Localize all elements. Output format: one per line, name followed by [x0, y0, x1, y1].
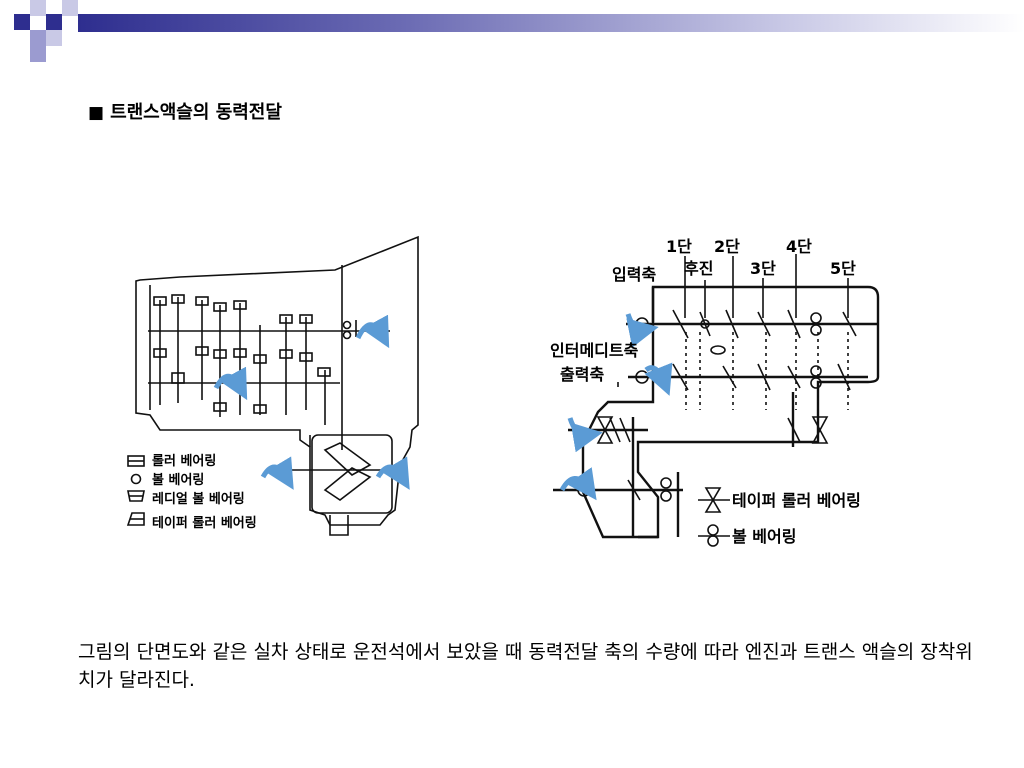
shaft-label-intermediate: 인터메디트축 [550, 341, 639, 360]
gear-label-4th: 4단 [786, 237, 812, 256]
gear-label-1st: 1단 [666, 237, 692, 256]
title-bullet: ■ [88, 103, 105, 123]
shaft-label-input: 입력축 [612, 265, 656, 284]
gear-label-2nd: 2단 [714, 237, 740, 256]
legend-taper-roller-bearing: 테이퍼 롤러 베어링 [152, 515, 257, 531]
legend-roller-bearing: 롤러 베어링 [152, 453, 216, 469]
gear-label-3rd: 3단 [750, 259, 776, 278]
legend-ball-bearing: 볼 베어링 [732, 527, 796, 546]
deco-square [62, 0, 78, 16]
transaxle-cross-section-diagram: 롤러 베어링 볼 베어링 레디얼 볼 베어링 테이퍼 롤러 베어링 [126, 235, 419, 536]
shaft-label-output: 출력축 [560, 365, 604, 384]
power-flow-schematic-diagram: 1단 2단 4단 후진 3단 5단 입력축 인터메디트축 출력축 테이퍼 롤러 … [550, 237, 880, 547]
slide-caption: 그림의 단면도와 같은 실차 상태로 운전석에서 보았을 때 동력전달 축의 수… [78, 641, 973, 691]
deco-square [30, 46, 46, 62]
gear-label-reverse: 후진 [684, 259, 713, 278]
gear-label-5th: 5단 [830, 259, 856, 278]
deco-square [30, 0, 46, 16]
slide-title: ■트랜스액슬의 동력전달 [88, 98, 282, 124]
legend-taper-roller-bearing: 테이퍼 롤러 베어링 [732, 491, 861, 510]
deco-square [46, 14, 62, 30]
legend-radial-ball-bearing: 레디얼 볼 베어링 [152, 491, 245, 507]
legend-ball-bearing: 볼 베어링 [152, 472, 204, 488]
header-gradient-band [78, 14, 1024, 32]
title-text: 트랜스액슬의 동력전달 [110, 102, 282, 123]
deco-square [14, 14, 30, 30]
deco-square [46, 30, 62, 46]
deco-square [30, 30, 46, 46]
